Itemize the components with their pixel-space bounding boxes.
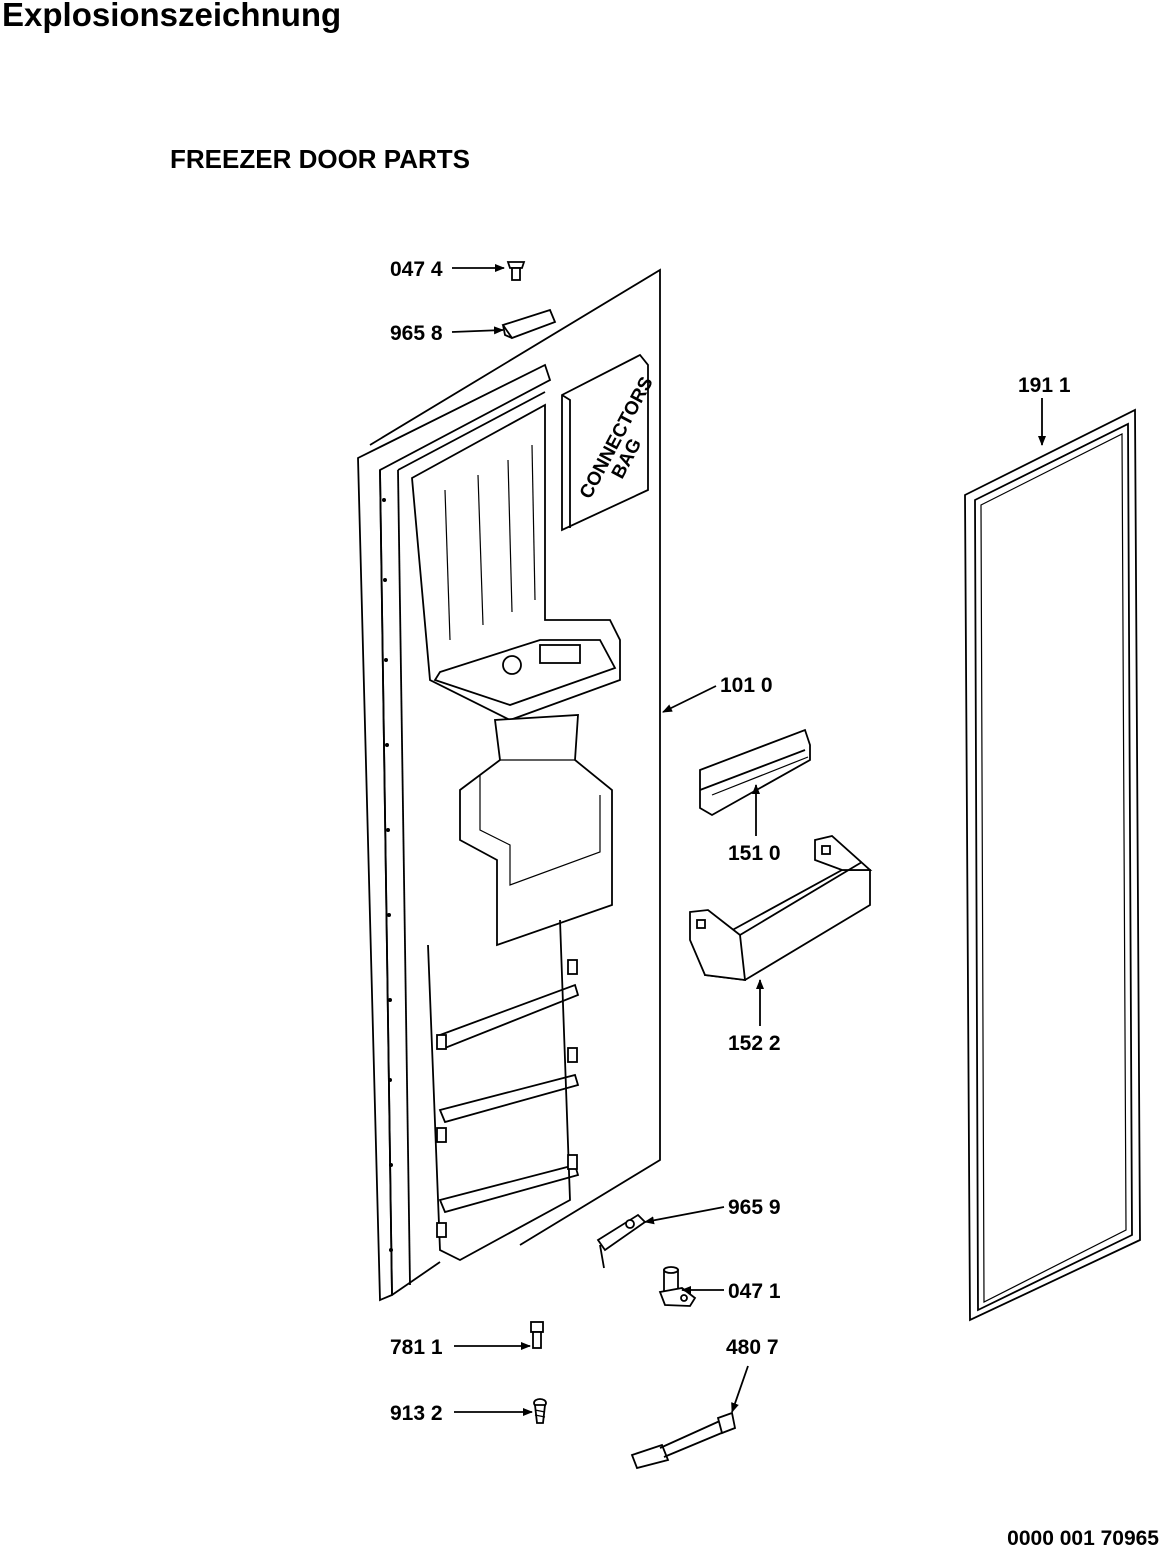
part-label: 913 2 <box>390 1402 443 1425</box>
part-label: 965 8 <box>390 322 443 345</box>
part-label: 191 1 <box>1018 374 1071 397</box>
part-callouts: 047 4 965 8 191 1 101 0 151 0 152 2 965 … <box>390 258 1071 1425</box>
part-label: 781 1 <box>390 1336 443 1359</box>
shelf-bin-drawing <box>689 835 873 982</box>
part-label: 480 7 <box>726 1336 779 1359</box>
door-shelves <box>427 919 580 1262</box>
callout-047-1: 047 1 <box>681 1280 781 1303</box>
part-label: 151 0 <box>728 842 781 865</box>
callout-191-1: 191 1 <box>1018 374 1071 446</box>
part-label: 152 2 <box>728 1032 781 1055</box>
small-parts <box>501 261 737 1470</box>
door-gasket-drawing <box>964 408 1141 1322</box>
callout-152-2: 152 2 <box>728 979 781 1055</box>
part-label: 965 9 <box>728 1196 781 1219</box>
callout-151-0: 151 0 <box>728 784 781 865</box>
callout-965-9: 965 9 <box>644 1196 781 1225</box>
callout-965-8: 965 8 <box>390 322 504 345</box>
callout-913-2: 913 2 <box>390 1402 533 1425</box>
diagram-subtitle: FREEZER DOOR PARTS <box>170 144 470 174</box>
page-title: Explosionszeichnung <box>2 0 342 33</box>
callout-781-1: 781 1 <box>390 1336 531 1359</box>
connectors-bag: CONNECTORS BAG <box>561 353 658 532</box>
callout-101-0: 101 0 <box>662 674 773 713</box>
part-label: 047 4 <box>390 258 443 281</box>
door-holes <box>382 498 393 1252</box>
part-label: 047 1 <box>728 1280 781 1303</box>
part-label: 101 0 <box>720 674 773 697</box>
document-number: 0000 001 70965 <box>1007 1527 1159 1550</box>
callout-047-4: 047 4 <box>390 258 505 281</box>
callout-480-7: 480 7 <box>726 1336 779 1413</box>
trim-strip-drawing <box>699 728 811 817</box>
